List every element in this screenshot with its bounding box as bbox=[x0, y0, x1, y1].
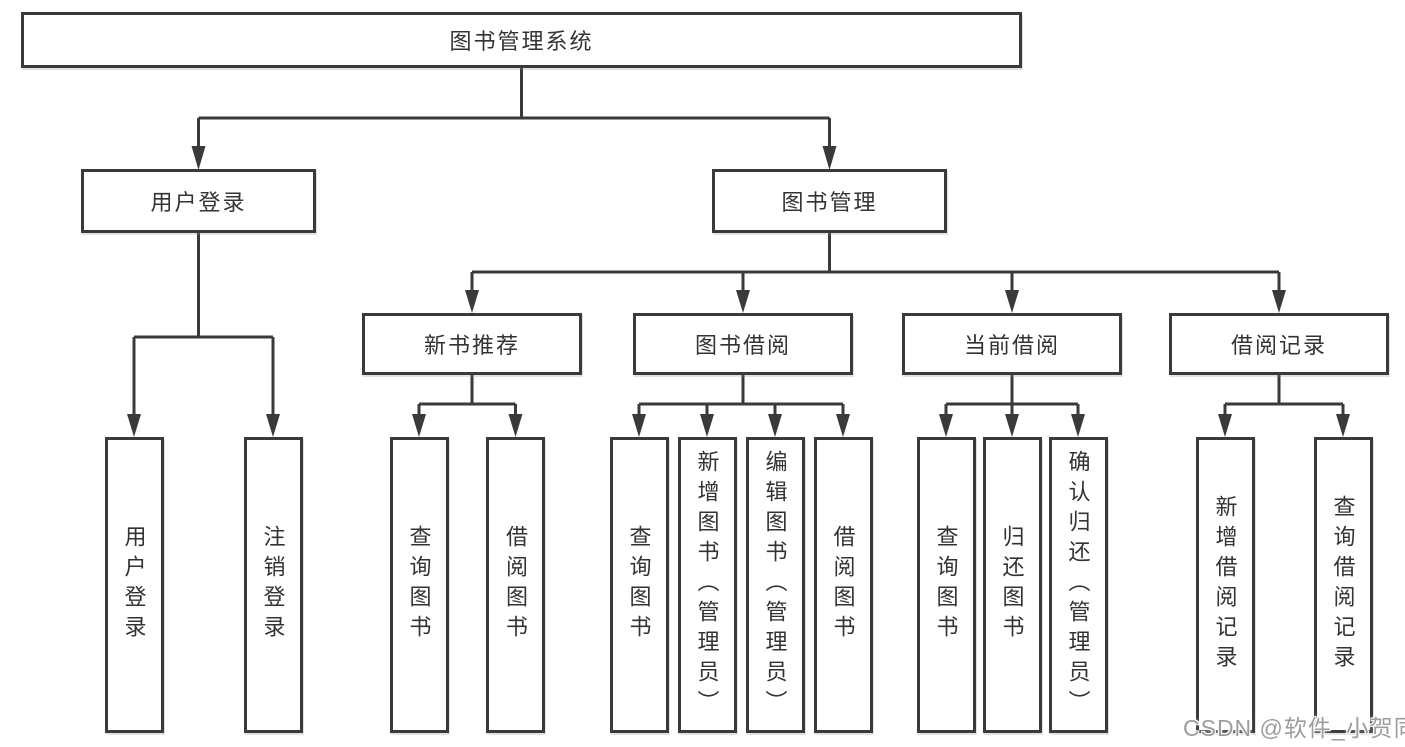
leaf-return-books: 归还图书 bbox=[982, 437, 1042, 733]
leaf-edit-books-admin: 编辑图书（管理员） bbox=[745, 437, 805, 733]
leaf-borrow-books-recommend: 借阅图书 bbox=[486, 437, 545, 733]
node-book-management: 图书管理 bbox=[712, 169, 947, 233]
arrowheads bbox=[127, 146, 1350, 437]
leaf-logout: 注销登录 bbox=[243, 437, 303, 733]
leaf-query-borrow-record: 查询借阅记录 bbox=[1313, 437, 1373, 733]
node-borrowing-records: 借阅记录 bbox=[1169, 313, 1389, 375]
leaf-borrow-books: 借阅图书 bbox=[813, 437, 873, 733]
watermark: CSDN @软件_小贺同学 bbox=[1183, 715, 1405, 741]
node-library-management-system: 图书管理系统 bbox=[21, 12, 1022, 68]
leaf-add-books-admin: 新增图书（管理员） bbox=[677, 437, 737, 733]
node-new-book-recommendation: 新书推荐 bbox=[362, 313, 582, 375]
node-user-login: 用户登录 bbox=[81, 169, 316, 233]
node-book-borrowing: 图书借阅 bbox=[633, 313, 853, 375]
leaf-confirm-return-admin: 确认归还（管理员） bbox=[1048, 437, 1108, 733]
leaf-user-login: 用户登录 bbox=[104, 437, 164, 733]
leaf-query-books-recommend: 查询图书 bbox=[389, 437, 449, 733]
leaf-query-books-borrowing: 查询图书 bbox=[609, 437, 669, 733]
leaf-query-books-current: 查询图书 bbox=[916, 437, 976, 733]
node-current-borrowing: 当前借阅 bbox=[902, 313, 1122, 375]
leaf-add-borrow-record: 新增借阅记录 bbox=[1195, 437, 1255, 733]
